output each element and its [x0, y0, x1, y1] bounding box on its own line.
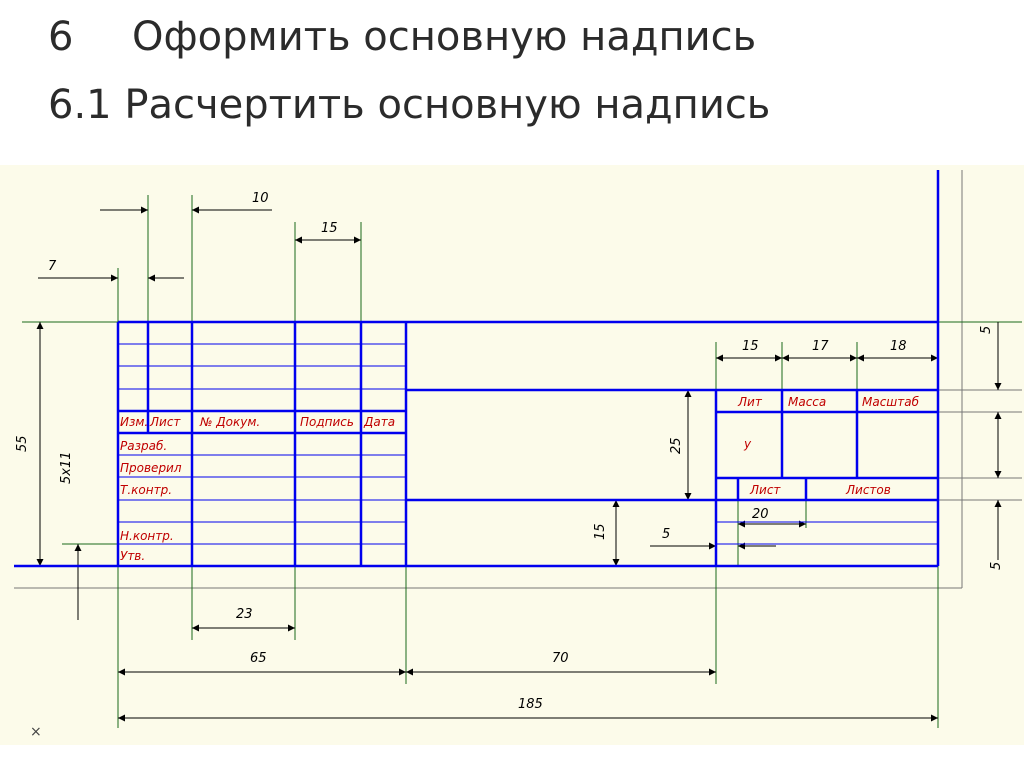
- dim-20: 20: [752, 507, 769, 522]
- dim-15-left: 15: [593, 523, 608, 540]
- title-text: Оформить основную надпись: [132, 14, 757, 60]
- dim-15-top: 15: [321, 221, 338, 236]
- dim-15-lit: 15: [742, 339, 759, 354]
- label-u: у: [743, 437, 752, 451]
- dim-70: 70: [552, 651, 569, 666]
- label-massa: Масса: [788, 395, 826, 409]
- dim-25: 25: [669, 437, 684, 454]
- title-block-thin-rows: [118, 343, 938, 545]
- label-masshtab: Масштаб: [862, 395, 920, 409]
- label-utv: Утв.: [120, 549, 145, 563]
- drawing-area: 10 15 7 55 5x11 23 65 70 185 25 15 5 15 …: [0, 165, 1024, 745]
- label-izm: Изм.: [120, 415, 148, 429]
- label-proveril: Проверил: [120, 461, 182, 475]
- dim-5-right-top: 5: [979, 326, 994, 334]
- dim-5-horizontal: 5: [662, 527, 670, 542]
- dimension-arrows: [36, 206, 1002, 722]
- label-lit: Лит: [737, 395, 763, 409]
- dim-18: 18: [890, 339, 907, 354]
- label-ndokum: № Докум.: [199, 415, 260, 429]
- label-tkontr: Т.контр.: [120, 483, 172, 497]
- title-block-drawing: 10 15 7 55 5x11 23 65 70 185 25 15 5 15 …: [14, 170, 1022, 740]
- dim-5-right-bottom: 5: [989, 562, 1004, 570]
- label-nkontr: Н.контр.: [120, 529, 174, 543]
- cad-cursor-mark: ×: [30, 724, 42, 740]
- label-list: Лист: [149, 415, 181, 429]
- label-podpis: Подпись: [300, 415, 354, 429]
- label-list-sheet: Лист: [749, 483, 781, 497]
- dim-65: 65: [250, 651, 267, 666]
- slide-title-line1: 6 Оформить основную надпись: [48, 14, 756, 60]
- slide-title-line2: 6.1 Расчертить основную надпись: [48, 82, 771, 128]
- dim-7: 7: [48, 259, 57, 274]
- dim-17: 17: [812, 339, 829, 354]
- title-block-frame: [14, 170, 940, 568]
- dim-55: 55: [15, 435, 30, 452]
- title-number: 6: [48, 14, 74, 60]
- label-data: Дата: [363, 415, 395, 429]
- dim-23: 23: [236, 607, 253, 622]
- dim-10: 10: [252, 191, 269, 206]
- outer-frame-lines: [14, 170, 1022, 589]
- label-razrab: Разраб.: [120, 439, 167, 453]
- dim-5x11: 5x11: [59, 451, 74, 484]
- label-listov: Листов: [845, 483, 891, 497]
- dim-185: 185: [518, 697, 543, 712]
